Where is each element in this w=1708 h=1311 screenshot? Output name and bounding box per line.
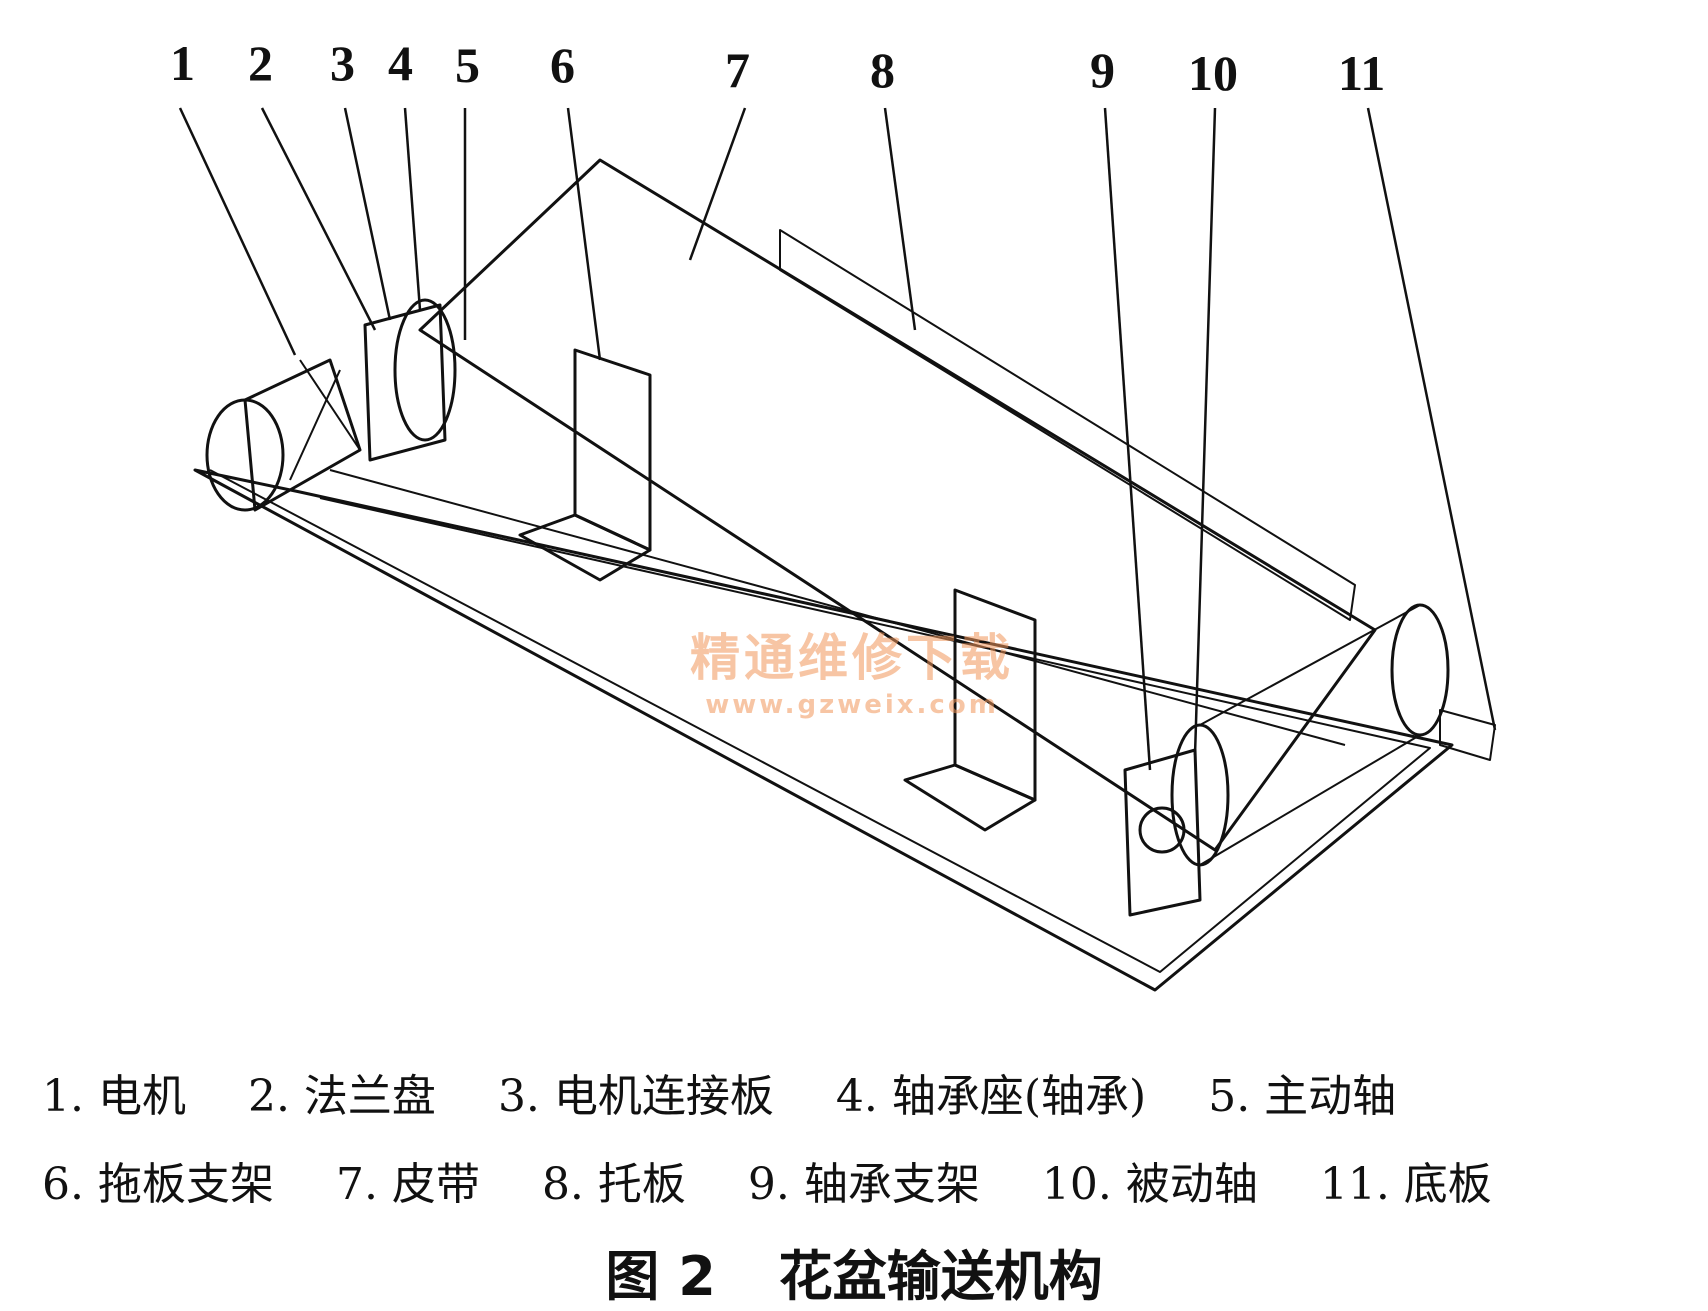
legend-item: 6. 拖板支架 — [42, 1159, 274, 1210]
legend-item: 2. 法兰盘 — [247, 1071, 436, 1122]
callout-8: 8 — [870, 42, 895, 98]
legend-row-1: 1. 电机 2. 法兰盘 3. 电机连接板 4. 轴承座(轴承) 5. 主动轴 — [42, 1075, 1444, 1119]
bearing-support — [1123, 748, 1202, 917]
callout-2: 2 — [248, 35, 273, 91]
watermark: 精通维修下载 www.gzweix.com — [690, 618, 1014, 720]
callout-10: 10 — [1188, 45, 1238, 101]
legend-item: 8. 托板 — [541, 1159, 686, 1210]
base-plate-edge — [209, 469, 1431, 973]
mechanism-drawing — [178, 107, 1497, 992]
legend-item: 5. 主动轴 — [1208, 1071, 1397, 1122]
support-plate — [779, 229, 1356, 621]
legend-row-2: 6. 拖板支架 7. 皮带 8. 托板 9. 轴承支架 10. 被动轴 11. … — [42, 1163, 1540, 1207]
watermark-url: www.gzweix.com — [705, 690, 999, 720]
belt — [418, 158, 1377, 852]
legend-item: 10. 被动轴 — [1041, 1159, 1258, 1210]
motor-plate — [363, 303, 447, 462]
callout-7: 7 — [725, 42, 750, 98]
driven-roller — [1170, 723, 1230, 867]
legend-item: 3. 电机连接板 — [497, 1071, 774, 1122]
caption-label: 图 2 — [605, 1245, 716, 1308]
leader-lines — [178, 107, 1497, 771]
base-plate — [193, 468, 1454, 992]
callout-3: 3 — [330, 35, 355, 91]
callout-4: 4 — [388, 35, 413, 91]
watermark-text: 精通维修下载 — [690, 629, 1014, 687]
legend-item: 4. 轴承座(轴承) — [835, 1071, 1147, 1122]
callout-6: 6 — [550, 37, 575, 93]
figure-caption: 图 2 花盆输送机构 — [0, 1250, 1708, 1304]
legend-item: 7. 皮带 — [335, 1159, 480, 1210]
legend-item: 1. 电机 — [42, 1071, 186, 1122]
caption-title: 花盆输送机构 — [778, 1245, 1103, 1308]
callout-1: 1 — [170, 35, 195, 91]
legend-item: 11. 底板 — [1319, 1159, 1492, 1210]
legend-item: 9. 轴承支架 — [747, 1159, 980, 1210]
callout-5: 5 — [455, 37, 480, 93]
drive-roller — [393, 298, 457, 442]
callout-9: 9 — [1090, 42, 1115, 98]
callout-11: 11 — [1338, 45, 1386, 101]
